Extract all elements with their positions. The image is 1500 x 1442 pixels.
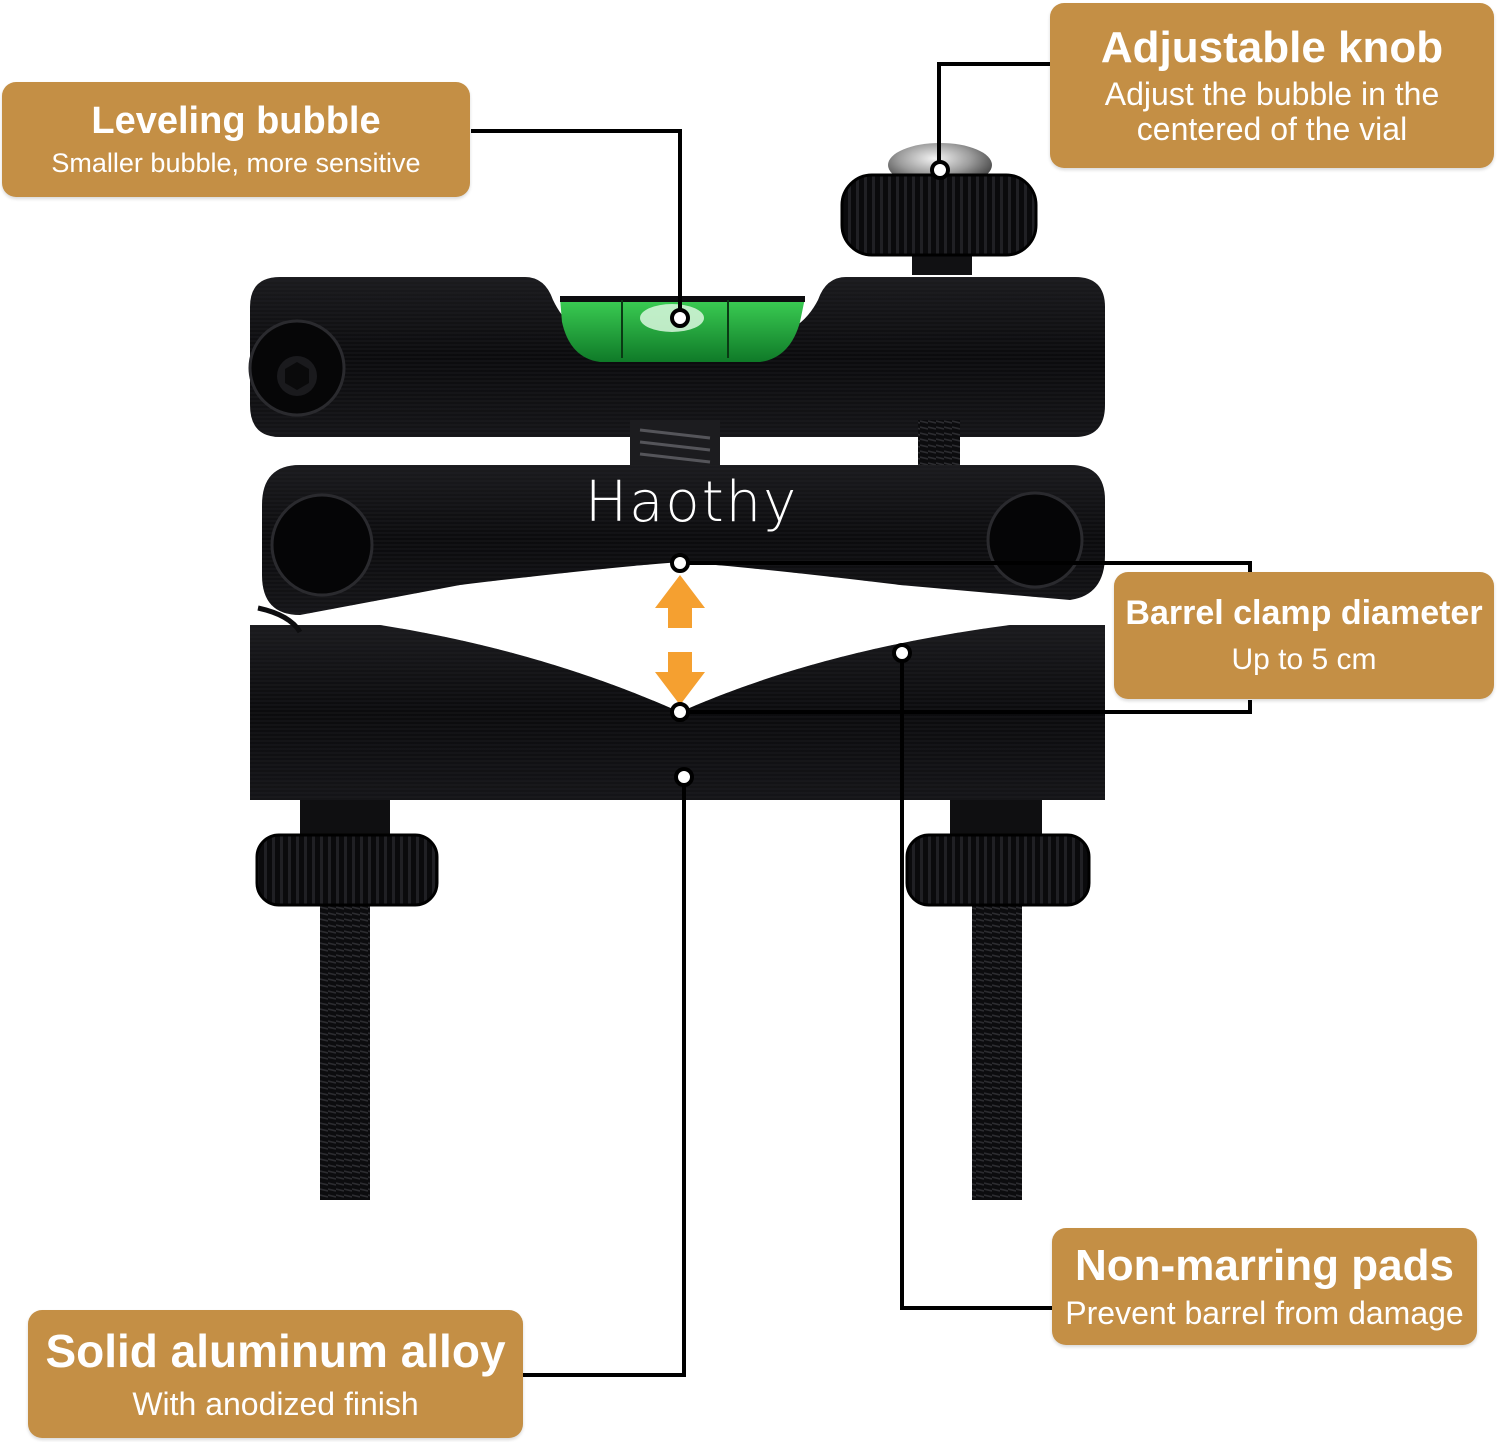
callout-title: Leveling bubble bbox=[91, 99, 381, 142]
callout-description: Prevent barrel from damage bbox=[1065, 1295, 1464, 1332]
callout-title: Solid aluminum alloy bbox=[45, 1325, 506, 1378]
upper-jaw bbox=[262, 465, 1105, 615]
callout-description: Up to 5 cm bbox=[1231, 642, 1377, 676]
clamp-range-arrow bbox=[655, 575, 705, 705]
callout-non-marring-pads: Non-marring pads Prevent barrel from dam… bbox=[1052, 1228, 1477, 1345]
callout-description: Smaller bubble, more sensitive bbox=[51, 147, 421, 178]
bottom-screw-left bbox=[255, 800, 439, 1200]
callout-title: Non-marring pads bbox=[1075, 1240, 1454, 1290]
level-housing bbox=[248, 277, 1105, 437]
leader-lines bbox=[471, 62, 1252, 1377]
callout-leveling-bubble: Leveling bubble Smaller bubble, more sen… bbox=[2, 82, 470, 197]
spring-and-screw bbox=[630, 420, 960, 472]
brand-logo: Haothy bbox=[585, 470, 799, 535]
connector-dots bbox=[670, 160, 950, 787]
callout-description: With anodized finish bbox=[132, 1385, 419, 1422]
callout-barrel-clamp: Barrel clamp diameter Up to 5 cm bbox=[1114, 572, 1494, 699]
callout-aluminum-alloy: Solid aluminum alloy With anodized finis… bbox=[28, 1310, 523, 1438]
bottom-screw-right bbox=[905, 800, 1091, 1200]
callout-title: Adjustable knob bbox=[1100, 23, 1444, 73]
callout-title: Barrel clamp diameter bbox=[1125, 594, 1483, 633]
callout-description: Adjust the bubble in the centered of the… bbox=[1104, 75, 1440, 147]
callout-adjustable-knob: Adjustable knob Adjust the bubble in the… bbox=[1050, 3, 1494, 168]
